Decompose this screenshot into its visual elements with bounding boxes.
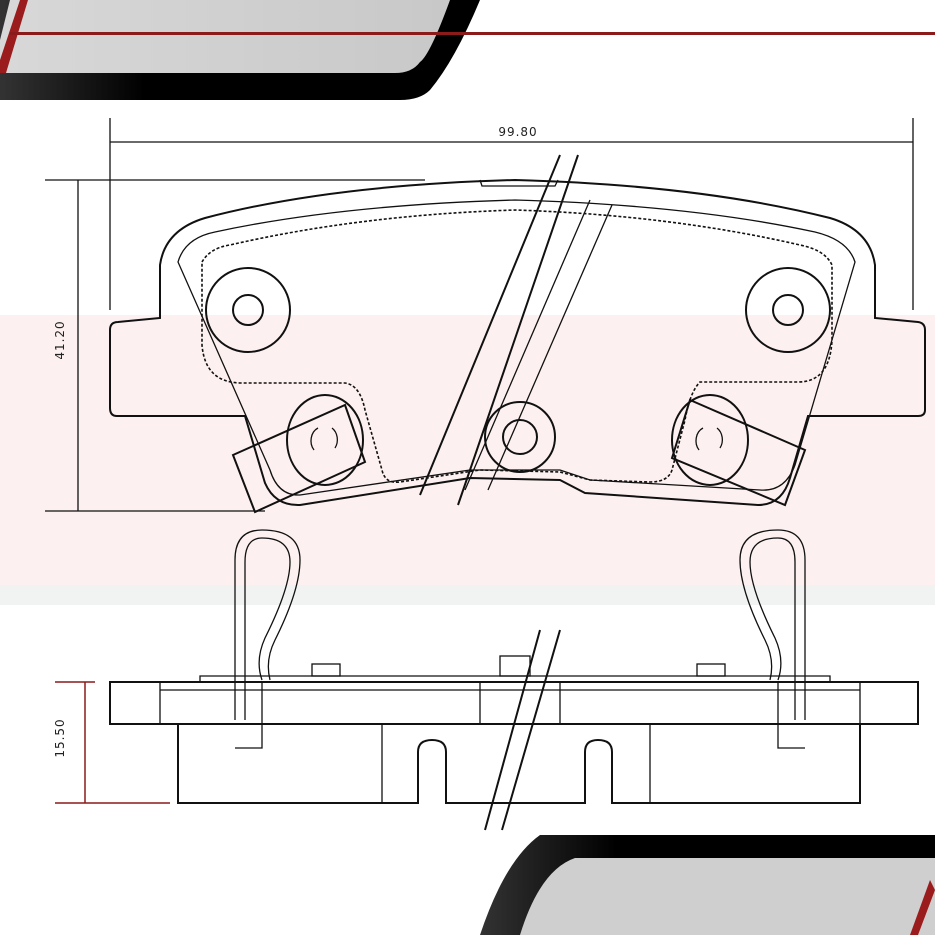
dimension-width: 99.80: [109, 118, 914, 310]
left-shim-tab: [231, 394, 367, 514]
right-shim-tab: [670, 394, 807, 507]
dimension-thickness: 15.50: [53, 681, 170, 804]
bottom-right-decoration: [480, 835, 935, 935]
pad-front-view: [109, 154, 926, 514]
watermark-band: [0, 315, 935, 605]
height-dimension-label: 41.20: [53, 320, 67, 359]
thickness-dimension-label: 15.50: [53, 718, 67, 757]
dimension-height: 41.20: [45, 179, 425, 512]
watermark-stripe: [0, 585, 935, 605]
break-lines: [419, 154, 613, 506]
width-dimension-label: 99.80: [498, 125, 537, 139]
spring-clips: [234, 529, 806, 749]
top-left-decoration: [0, 0, 935, 100]
pad-side-view: [109, 629, 919, 831]
